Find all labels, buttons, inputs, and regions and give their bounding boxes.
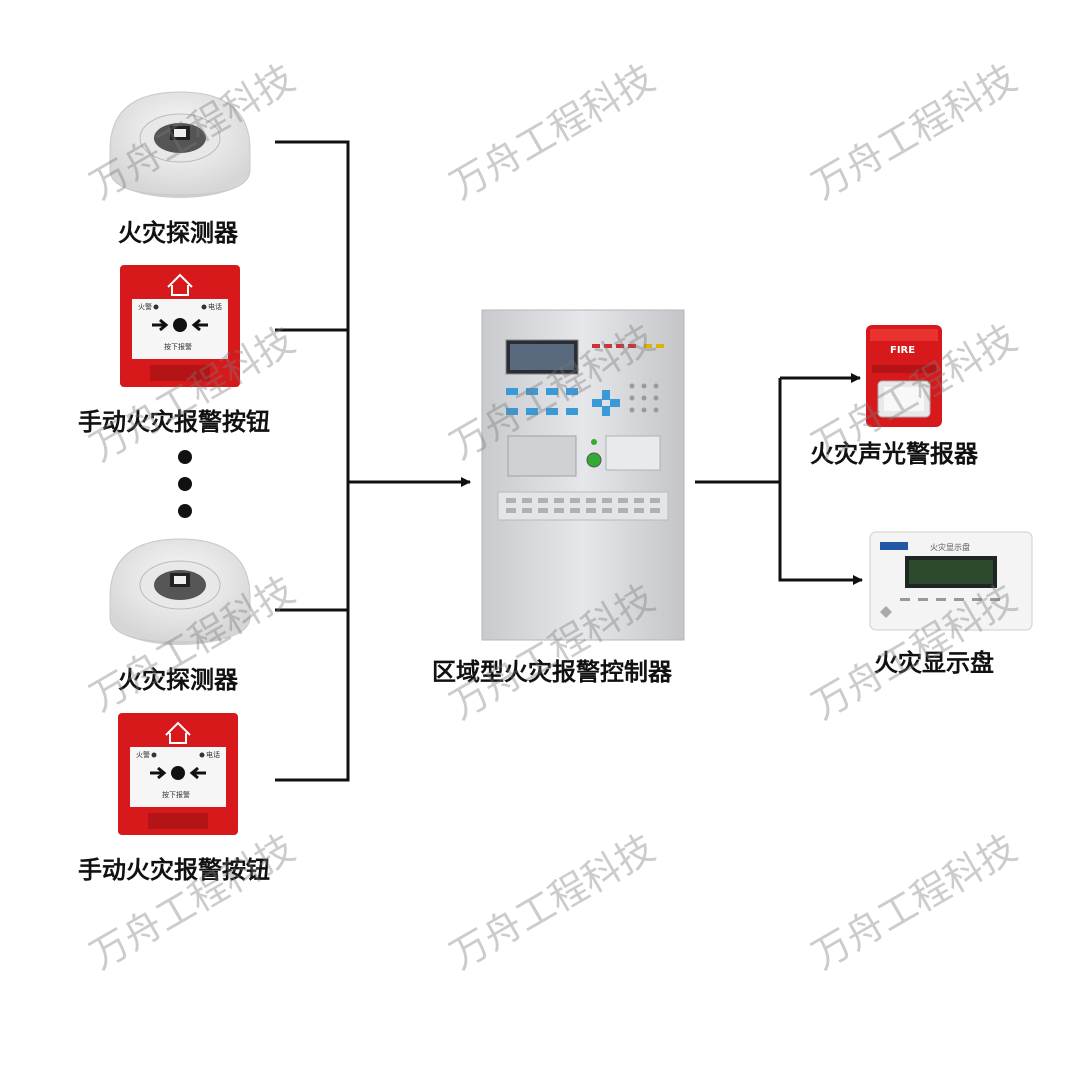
manual-button-2-label: 手动火灾报警按钮 <box>78 856 270 884</box>
watermark-text: 万舟工程科技 <box>83 826 302 978</box>
manual-call-point-icon: 火警 电话 按下报警 <box>120 265 240 387</box>
mcp-press-text: 按下报警 <box>164 342 192 351</box>
detector-2-label: 火灾探测器 <box>118 666 239 694</box>
arrow-to-display <box>778 482 863 585</box>
manual-call-point-icon: 火警 电话 按下报警 <box>118 713 238 835</box>
mcp-press-text: 按下报警 <box>162 790 190 799</box>
mcp-phone-text: 电话 <box>206 750 220 759</box>
watermark-text: 万舟工程科技 <box>805 56 1024 208</box>
detector-1-label: 火灾探测器 <box>118 219 239 247</box>
connection-lines <box>275 140 863 782</box>
smoke-detector-icon <box>109 91 251 198</box>
fire-alarm-control-panel-icon <box>481 309 685 641</box>
more-devices-ellipsis <box>178 450 192 518</box>
display-panel-title-text: 火灾显示盘 <box>930 542 970 552</box>
mcp-fire-text: 火警 <box>136 750 150 759</box>
controller-label: 区域型火灾报警控制器 <box>432 658 673 686</box>
mcp-phone-text: 电话 <box>208 302 222 311</box>
manual-button-1-label: 手动火灾报警按钮 <box>78 408 270 436</box>
smoke-detector-icon <box>109 538 251 645</box>
strobe-siren-icon: FIRE <box>866 325 942 427</box>
output-bus-line <box>695 378 782 484</box>
display-panel-label: 火灾显示盘 <box>874 649 994 677</box>
mcp-fire-text: 火警 <box>138 302 152 311</box>
watermark-text: 万舟工程科技 <box>443 56 662 208</box>
watermark-text: 万舟工程科技 <box>443 826 662 978</box>
siren-label: 火灾声光警报器 <box>810 440 979 468</box>
watermark-text: 万舟工程科技 <box>805 826 1024 978</box>
fire-repeater-panel-icon: 火灾显示盘 <box>869 531 1033 631</box>
siren-fire-text: FIRE <box>890 345 915 356</box>
bus-line <box>275 140 350 782</box>
